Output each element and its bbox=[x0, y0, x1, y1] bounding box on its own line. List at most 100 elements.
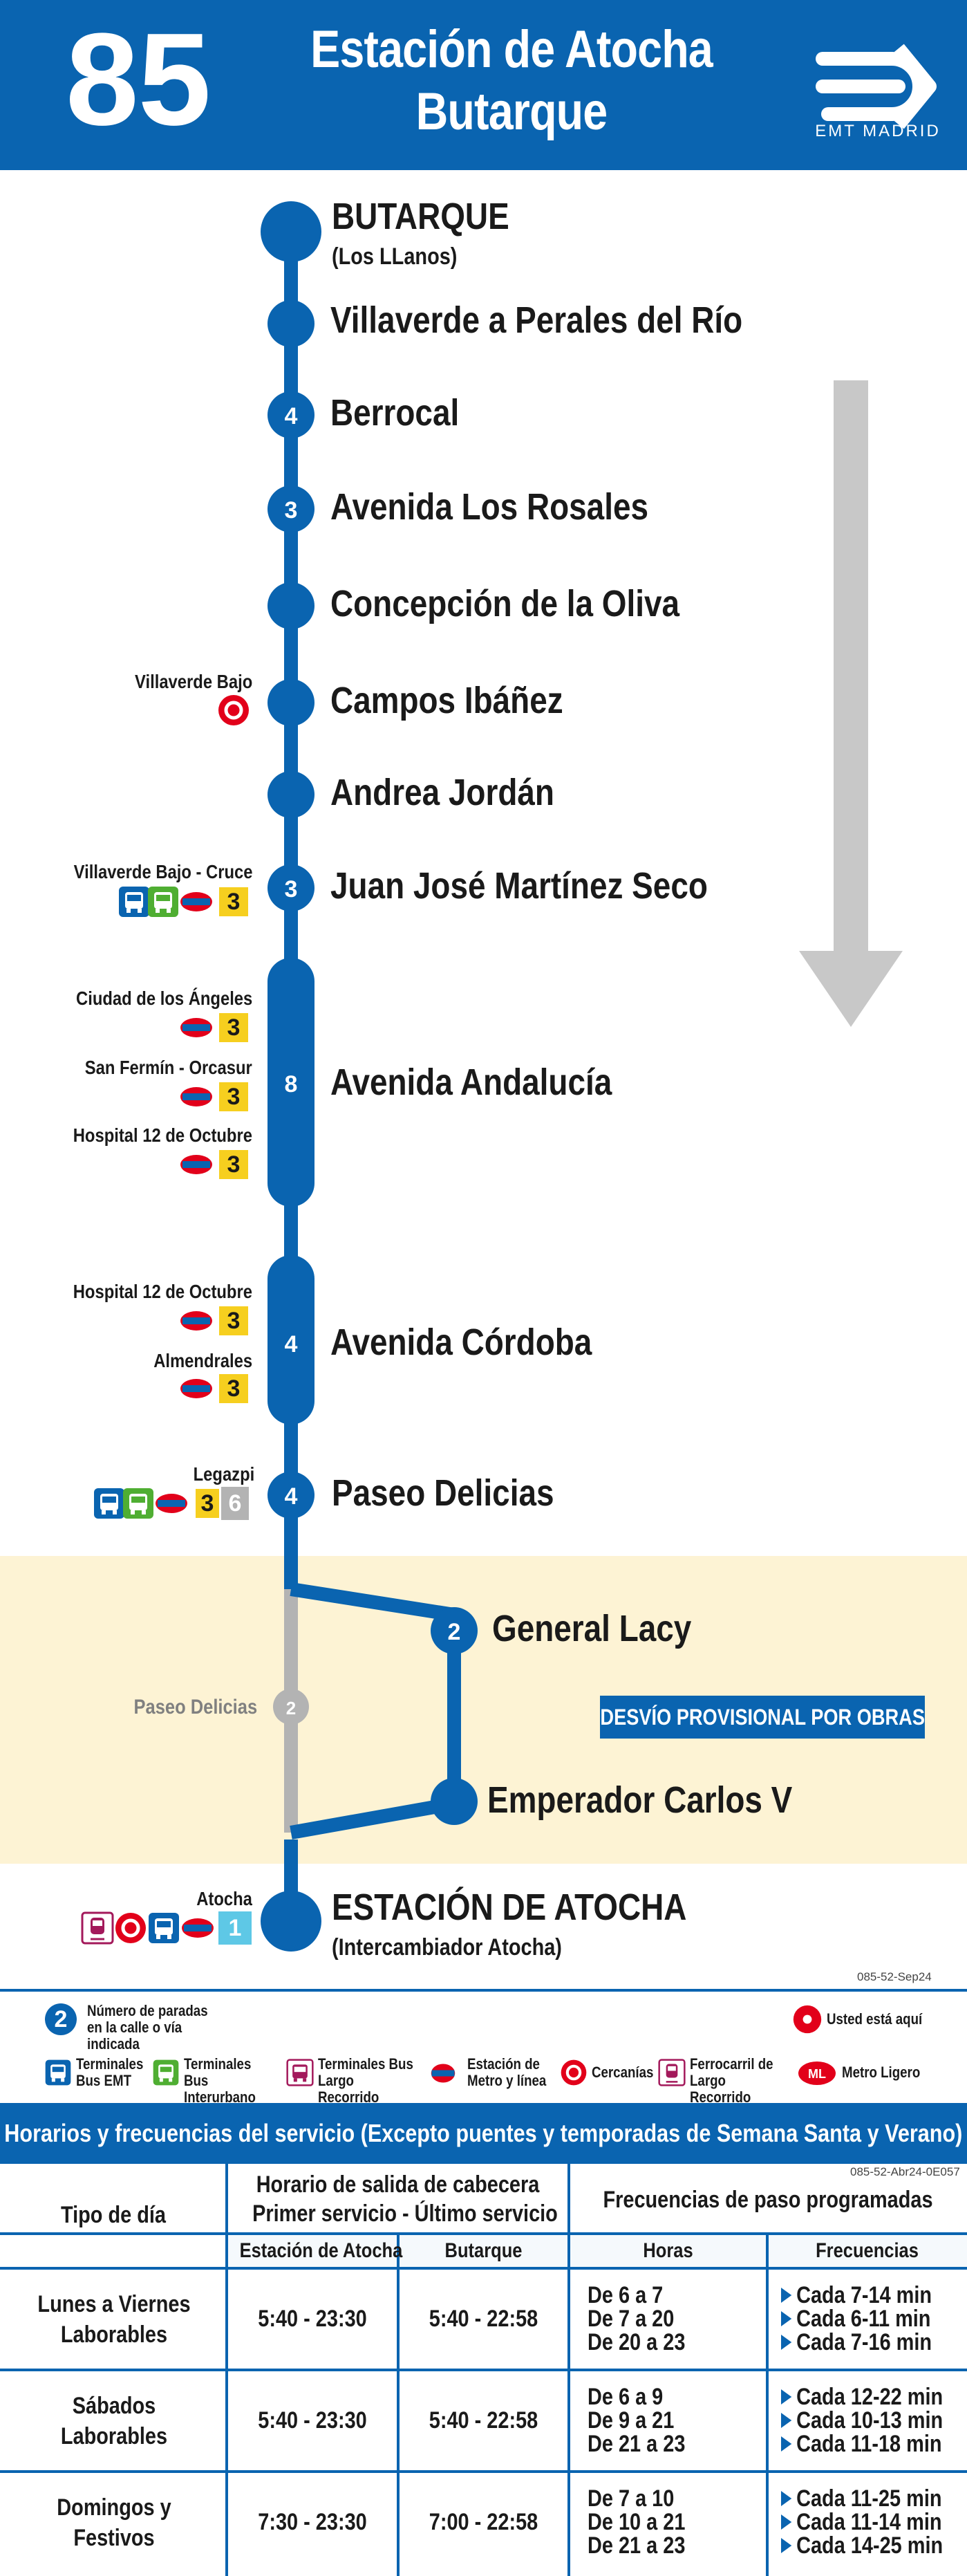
connection-label: Hospital 12 de Octubre bbox=[73, 1124, 252, 1146]
metro-icon bbox=[156, 1494, 187, 1513]
arrow-icon bbox=[781, 2514, 792, 2530]
stop-count-example: 2 bbox=[54, 2005, 68, 2032]
suspended-stop-name: Paseo Delicias bbox=[133, 1696, 257, 1718]
col-hours: Horas bbox=[643, 2239, 693, 2262]
connection-label: Hospital 12 de Octubre bbox=[73, 1281, 252, 1302]
stop-count-legend-icon bbox=[45, 2003, 77, 2035]
arrow-icon bbox=[781, 2436, 792, 2452]
stop-marker bbox=[267, 958, 314, 1207]
hour-range: De 20 a 23 bbox=[588, 2329, 686, 2355]
col-departure-group: Horario de salida de cabecera bbox=[256, 2171, 540, 2198]
long-distance-rail-icon bbox=[658, 2059, 686, 2086]
emt-bus-icon bbox=[149, 1913, 179, 1943]
connection-label: Legazpi bbox=[193, 1463, 254, 1485]
metro-line-badge: 1 bbox=[218, 1911, 252, 1945]
long-distance-bus-icon bbox=[286, 2059, 314, 2086]
col-freq-group: Frecuencias de paso programadas bbox=[603, 2187, 933, 2213]
stop-marker bbox=[267, 1255, 314, 1425]
arrow-icon bbox=[781, 2389, 792, 2404]
legend-text: Ferrocarril de Largo Recorrido bbox=[690, 2055, 773, 2106]
stop-subtitle: (Los LLanos) bbox=[332, 243, 458, 270]
legend-text: Cercanías bbox=[592, 2064, 654, 2081]
stop-name: ESTACIÓN DE ATOCHA bbox=[332, 1887, 687, 1928]
interurban-bus-icon bbox=[148, 887, 178, 917]
metro-icon bbox=[180, 1311, 212, 1331]
first-last-butarque: 7:00 - 22:58 bbox=[429, 2509, 538, 2535]
line-number: 85 bbox=[66, 6, 211, 153]
svg-text:ML: ML bbox=[808, 2067, 826, 2081]
connection-label: Villaverde Bajo - Cruce bbox=[73, 861, 252, 882]
arrow-icon bbox=[781, 2491, 792, 2506]
stop-name: General Lacy bbox=[492, 1608, 692, 1649]
hour-range: De 9 a 21 bbox=[588, 2407, 675, 2434]
stop-marker bbox=[431, 1778, 478, 1825]
frequency: Cada 11-14 min bbox=[781, 2510, 942, 2534]
col-day-type: Tipo de día bbox=[60, 2202, 167, 2228]
stop-marker bbox=[267, 864, 314, 911]
connection-label: Ciudad de los Ángeles bbox=[75, 988, 252, 1009]
metro-line-badge: 3 bbox=[217, 1080, 250, 1113]
route-diagram bbox=[261, 201, 903, 1952]
map-code: 085-52-Sep24 bbox=[857, 1970, 932, 1983]
stop-name: BUTARQUE bbox=[332, 196, 509, 237]
stop-count: 4 bbox=[284, 1483, 298, 1510]
divider bbox=[0, 1989, 967, 1992]
col-frequencies: Frecuencias bbox=[816, 2239, 919, 2262]
frequency: Cada 11-25 min bbox=[781, 2487, 942, 2510]
metro-icon bbox=[182, 1918, 214, 1938]
destination-line-2: Butarque bbox=[415, 82, 608, 141]
first-last-butarque: 5:40 - 22:58 bbox=[429, 2306, 538, 2332]
interurban-bus-icon bbox=[123, 1488, 153, 1519]
stop-name: Berrocal bbox=[330, 392, 460, 434]
frequency: Cada 12-22 min bbox=[781, 2385, 943, 2409]
metro-line-badge: 3 bbox=[194, 1487, 221, 1520]
suspended-stop-count: 2 bbox=[285, 1697, 297, 1718]
schedule-code: 085-52-Abr24-0E057 bbox=[850, 2165, 960, 2178]
stop-subtitle: (Intercambiador Atocha) bbox=[332, 1934, 562, 1961]
connection-label: Almendrales bbox=[153, 1350, 252, 1371]
metro-line-badge: 3 bbox=[217, 1148, 250, 1181]
frequency: Cada 11-18 min bbox=[781, 2432, 942, 2456]
legend-text: Terminales Bus Largo Recorrido bbox=[318, 2055, 413, 2106]
connection-label: Villaverde Bajo bbox=[134, 671, 252, 692]
metro-icon bbox=[180, 1379, 212, 1398]
first-last-atocha: 5:40 - 23:30 bbox=[258, 2306, 367, 2332]
stop-name: Juan José Martínez Seco bbox=[330, 865, 708, 907]
metro-line-badge: 3 bbox=[217, 885, 250, 918]
stop-marker bbox=[267, 679, 314, 726]
frequency: Cada 14-25 min bbox=[781, 2534, 943, 2557]
stop-marker bbox=[267, 582, 314, 629]
frequency: Cada 7-14 min bbox=[781, 2283, 932, 2307]
stop-name: Avenida Andalucía bbox=[330, 1062, 612, 1103]
direction-arrow-icon bbox=[799, 380, 903, 1027]
stop-name: Villaverde a Perales del Río bbox=[330, 299, 743, 341]
cercanias-icon bbox=[218, 695, 249, 725]
stop-count: 8 bbox=[284, 1071, 298, 1097]
frequency: Cada 7-16 min bbox=[781, 2331, 932, 2354]
day-type: Sábados Laborables bbox=[60, 2393, 168, 2449]
legend-text: Terminales Bus EMT bbox=[76, 2055, 144, 2089]
metro-icon bbox=[180, 1155, 212, 1174]
col-from-atocha: Estación de Atocha bbox=[239, 2239, 403, 2262]
metro-line-badge: 6 bbox=[221, 1487, 249, 1520]
connection-label: San Fermín - Orcasur bbox=[84, 1057, 252, 1078]
metro-line-badge: 3 bbox=[217, 1011, 250, 1044]
metro-line-badge: 3 bbox=[217, 1372, 250, 1405]
stop-count: 2 bbox=[447, 1618, 461, 1645]
stop-name: Andrea Jordán bbox=[330, 772, 554, 813]
stop-marker bbox=[267, 485, 314, 532]
interurban-bus-icon bbox=[153, 2059, 179, 2086]
stop-marker bbox=[431, 1607, 478, 1654]
frequency: Cada 6-11 min bbox=[781, 2307, 930, 2331]
col-from-butarque: Butarque bbox=[444, 2239, 523, 2262]
stop-count: 3 bbox=[284, 875, 298, 902]
hour-range: De 21 a 23 bbox=[588, 2431, 686, 2457]
legend-text: Estación de Metro y línea bbox=[467, 2055, 547, 2089]
destination-line-1: Estación de Atocha bbox=[310, 20, 713, 79]
metro-icon bbox=[180, 1087, 212, 1106]
emt-logo-icon bbox=[816, 44, 937, 129]
metro-icon bbox=[180, 1018, 212, 1037]
logo-text: EMT MADRID bbox=[815, 122, 941, 140]
hour-range: De 10 a 21 bbox=[588, 2509, 686, 2535]
stop-marker bbox=[267, 391, 314, 438]
